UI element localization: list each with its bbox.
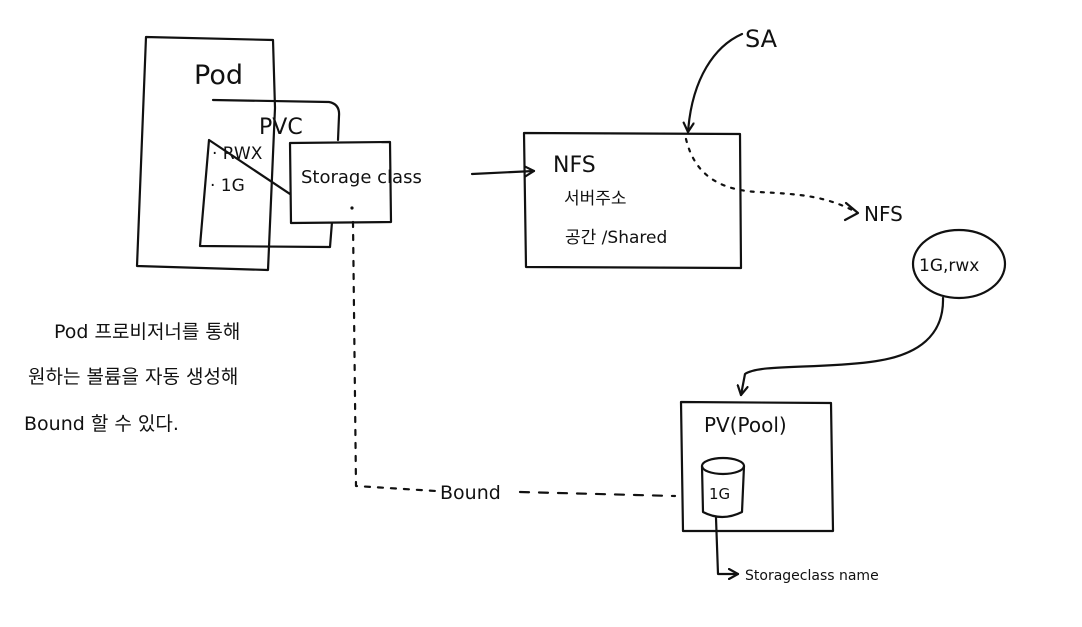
arrow-ellipse-to-pv	[741, 296, 945, 397]
nfs-link-arrowhead	[843, 201, 860, 222]
pvc-capacity: · 1G	[210, 176, 245, 196]
pvc-access-mode: · RWX	[212, 144, 263, 164]
note-line-3: Bound 할 수 있다.	[24, 413, 179, 435]
pod-box: Pod	[135, 35, 277, 272]
pv-pool-box: PV(Pool)	[679, 400, 835, 533]
note-line-2: 원하는 볼륨을 자동 생성해	[28, 366, 238, 388]
arrow-sa-to-nfs	[688, 32, 744, 134]
volume-cylinder-icon: 1G	[700, 456, 746, 519]
storage-class-label: Storage class	[301, 167, 422, 188]
pvc-box: PVC · RWX · 1G	[198, 98, 341, 249]
volume-capacity-label: 1G	[709, 485, 730, 503]
nfs-box-title: NFS	[553, 153, 596, 178]
capacity-ellipse: 1G,rwx	[911, 228, 1007, 300]
dotted-bound-right	[518, 490, 677, 498]
dotted-link-nfs	[684, 137, 858, 214]
nfs-shared-path: 공간 /Shared	[565, 228, 667, 248]
nfs-outside-label: NFS	[864, 202, 903, 226]
bound-label: Bound	[440, 482, 501, 504]
pvc-label: PVC	[259, 115, 303, 140]
pv-pool-label: PV(Pool)	[704, 413, 787, 437]
pod-label: Pod	[194, 60, 243, 91]
arrow-volume-to-scname	[714, 516, 740, 574]
storage-class-dot	[350, 206, 354, 210]
dotted-bound-left	[351, 220, 438, 493]
nfs-server-box: NFS 서버주소 공간 /Shared	[522, 131, 743, 270]
sa-label: SA	[745, 25, 778, 53]
nfs-server-address: 서버주소	[564, 189, 627, 209]
storage-class-box: Storage class	[288, 140, 422, 225]
note: Pod 프로비저너를 통해 원하는 볼륨을 자동 생성해 Bound 할 수 있…	[24, 321, 240, 435]
capacity-ellipse-label: 1G,rwx	[919, 256, 979, 276]
storage-class-name-label: Storageclass name	[745, 568, 879, 584]
note-line-1: Pod 프로비저너를 통해	[54, 321, 240, 343]
